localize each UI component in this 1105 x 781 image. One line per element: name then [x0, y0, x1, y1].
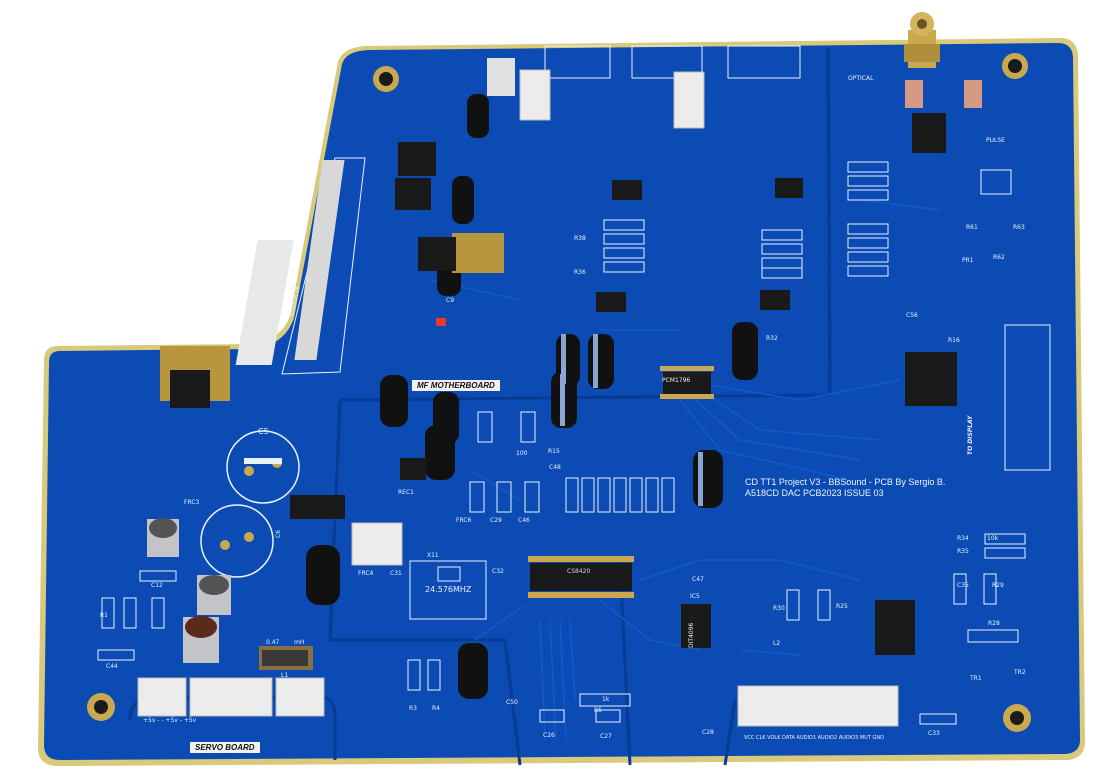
- label-frc3: FRC3: [184, 499, 200, 506]
- pulse-silk: PULSE: [986, 137, 1005, 144]
- mounting-hole-bl: [87, 693, 115, 721]
- label-r4: R4: [432, 705, 440, 712]
- mounting-hole-tl: [373, 66, 399, 92]
- board-title-silk: MF MOTHERBOARD: [412, 380, 500, 391]
- value-r5: 1k: [602, 696, 610, 703]
- label-l1: L1: [281, 672, 289, 679]
- crystal-x11: [409, 560, 487, 620]
- label-r15: R15: [548, 448, 560, 455]
- label-c46: C46: [518, 517, 530, 524]
- mounting-hole-br: [1003, 704, 1031, 732]
- servo-connector-pins: +5v - - +5v - +5v: [143, 717, 197, 724]
- chip-dit4096-label: DIT4096: [688, 622, 695, 648]
- label-c35: C35: [957, 582, 969, 589]
- plane-outline-digital: [328, 399, 522, 766]
- label-r61: R61: [966, 224, 978, 231]
- sma-connector: [904, 12, 940, 68]
- top-connectors: [544, 45, 801, 79]
- smd-electrolytics: [147, 518, 231, 663]
- passive-footprints: [97, 161, 1026, 725]
- display-silk: TO DISPLAY: [967, 415, 974, 455]
- optical-silk: OPTICAL: [848, 75, 874, 82]
- label-c5: C5: [258, 427, 269, 436]
- label-c48: C48: [549, 464, 561, 471]
- label-frc6: FRC6: [456, 517, 472, 524]
- label-r1: R1: [100, 612, 108, 619]
- label-c29: C29: [490, 517, 502, 524]
- label-ic5: IC5: [690, 593, 700, 600]
- board-info-line1: CD TT1 Project V3 - BBSound - PCB By Ser…: [745, 477, 946, 487]
- display-header-pins: VCC CLK VOLK DATA AUDIO1 AUDIO2 AUDIO3 M…: [744, 735, 884, 741]
- regulators: [160, 142, 504, 480]
- small-parts: [290, 58, 1012, 519]
- board-info-line2: A518CD DAC PCB2023 ISSUE 03: [745, 488, 884, 498]
- capacitor-c5: [226, 430, 300, 504]
- label-c12: C12: [151, 582, 163, 589]
- value-r15: 100: [516, 450, 528, 457]
- copper-traces: [429, 199, 941, 741]
- label-r3: R3: [409, 705, 417, 712]
- label-r62: R62: [993, 254, 1005, 261]
- label-l2: L2: [773, 640, 781, 647]
- label-r28: R28: [988, 620, 1000, 627]
- label-c47: C47: [692, 576, 704, 583]
- label-r34: R34: [957, 535, 969, 542]
- label-x11: X11: [427, 552, 439, 559]
- plane-outline-audio: [339, 47, 832, 402]
- label-r38: R38: [574, 235, 586, 242]
- label-frc4: FRC4: [358, 570, 374, 577]
- label-tr1: TR1: [970, 675, 982, 682]
- board-info-note: CD TT1 Project V3 - BBSound - PCB By Ser…: [745, 477, 945, 499]
- chip-pcm1796-label: PCM1796: [662, 377, 691, 384]
- label-c44: C44: [106, 663, 118, 670]
- mounting-hole-tr: [1002, 53, 1028, 79]
- jst-connectors: [137, 69, 1051, 727]
- ic-chips: [530, 113, 957, 655]
- inductor-unit: mH: [294, 639, 305, 646]
- inductor-l1: [259, 646, 313, 670]
- label-tr2: TR2: [1014, 669, 1026, 676]
- label-r30: R30: [773, 605, 785, 612]
- power-in-connector: [235, 157, 366, 375]
- label-r16: R16: [948, 337, 960, 344]
- label-r63: R63: [1013, 224, 1025, 231]
- label-c31: C31: [390, 570, 402, 577]
- label-pr1: PR1: [962, 257, 974, 264]
- label-c56: C56: [906, 312, 918, 319]
- label-c28: C28: [702, 729, 714, 736]
- label-c26: C26: [543, 732, 555, 739]
- servo-board-silk: SERVO BOARD: [190, 742, 260, 753]
- label-c33: C33: [928, 730, 940, 737]
- label-c9: C9: [446, 297, 455, 304]
- label-c32: C32: [492, 568, 504, 575]
- label-r32: R32: [766, 335, 778, 342]
- label-r35: R35: [957, 548, 969, 555]
- label-r36: R36: [574, 269, 586, 276]
- label-rect1: REC1: [398, 489, 414, 496]
- label-c50: C50: [506, 699, 518, 706]
- label-r29: R29: [992, 582, 1004, 589]
- value-r34: 10k: [987, 535, 999, 542]
- capacitor-c6: [200, 504, 274, 578]
- chip-cs8420-label: CS8420: [567, 568, 591, 575]
- label-r5: R5: [594, 707, 602, 714]
- crystal-frequency: 24.576MHZ: [425, 585, 472, 594]
- label-c27: C27: [600, 733, 612, 740]
- inductor-value: 0.47: [266, 639, 280, 646]
- label-c6: C6: [275, 529, 282, 538]
- label-r25: R25: [836, 603, 848, 610]
